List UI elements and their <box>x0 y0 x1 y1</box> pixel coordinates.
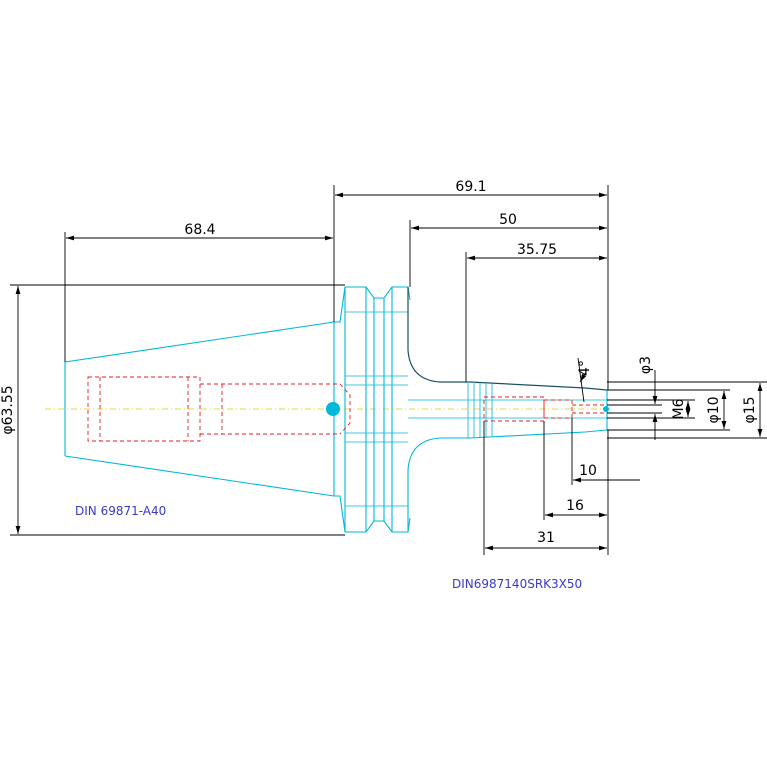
dimension-35-75: 35.75 <box>465 242 607 382</box>
dim-label-phi-10: φ10 <box>706 396 722 423</box>
dim-label-69-1: 69.1 <box>455 179 486 195</box>
dim-label-35-75: 35.75 <box>517 242 557 258</box>
hidden-bore <box>87 376 607 442</box>
dim-label-phi-3: φ3 <box>638 356 654 374</box>
dimension-phi-63-55: φ63.55 <box>0 284 345 536</box>
dimension-69-1: 69.1 <box>333 179 609 390</box>
part-label: DIN6987140SRK3X50 <box>452 577 582 591</box>
center-marker <box>326 402 340 416</box>
dim-label-m6: M6 <box>671 398 687 419</box>
dim-label-4-degree: 4° <box>577 360 593 376</box>
dimension-m6: M6 <box>607 398 695 420</box>
nose <box>407 287 608 532</box>
dimension-4-degree: 4° <box>577 357 593 403</box>
dimension-phi-10: φ10 <box>607 389 730 431</box>
dim-label-phi-63-55: φ63.55 <box>0 385 16 434</box>
dimension-31: 31 <box>483 421 609 555</box>
dim-label-31: 31 <box>537 530 555 546</box>
dim-label-68-4: 68.4 <box>184 222 215 238</box>
dim-label-phi-15: φ15 <box>742 396 758 423</box>
flange <box>334 286 411 533</box>
dimension-68-4: 68.4 <box>64 222 333 362</box>
dim-label-10: 10 <box>579 463 597 479</box>
dimension-phi-15: φ15 <box>607 381 767 439</box>
dimension-10: 10 <box>571 418 640 485</box>
holder-label: DIN 69871-A40 <box>75 504 166 518</box>
dim-label-16: 16 <box>566 498 584 514</box>
dimension-phi-3: φ3 <box>607 356 662 440</box>
dim-label-50: 50 <box>499 212 517 228</box>
dimension-50: 50 <box>409 212 607 287</box>
dimension-16: 16 <box>543 421 607 520</box>
